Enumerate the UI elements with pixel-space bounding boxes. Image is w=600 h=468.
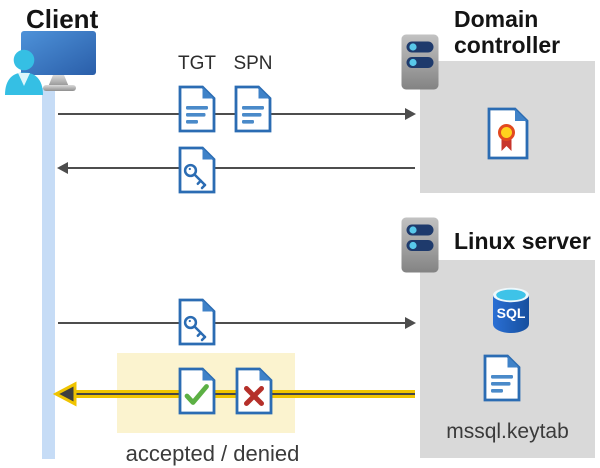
arrow-return-key-line [67,167,415,169]
key-document-icon-2 [178,298,216,346]
domain-controller-server-icon [401,34,439,90]
monitor-stand [48,75,69,87]
keytab-label: mssql.keytab [446,420,569,443]
key-document-icon [178,146,216,194]
person-head [13,49,35,71]
arrow-present-key-head [405,317,416,329]
sql-database-icon: SQL [493,287,529,333]
x-document-icon [235,367,273,415]
monitor-icon [21,31,96,75]
spn-document-icon [234,85,272,133]
arrow-result-head [52,381,77,407]
result-label: accepted / denied [125,441,300,466]
tgt-document-icon [178,85,216,133]
spn-label: SPN [233,53,273,74]
arrow-request-tickets-head [405,108,416,120]
monitor-base [43,85,76,91]
domain-controller-title: Domain controller [454,6,561,59]
check-document-icon [178,367,216,415]
sql-text: SQL [497,305,526,321]
person-collar [18,73,30,86]
arrow-request-tickets-line [58,113,407,115]
linux-server-icon [401,217,439,273]
certificate-document-icon [487,107,529,160]
keytab-document-icon [483,354,521,402]
client-user-monitor-icon [5,31,96,95]
tgt-label: TGT [178,53,216,74]
linux-server-title: Linux server [454,228,591,254]
arrow-return-key-head [57,162,68,174]
arrow-present-key-line [58,322,407,324]
client-lifeline [42,88,55,459]
client-title: Client [26,4,99,34]
